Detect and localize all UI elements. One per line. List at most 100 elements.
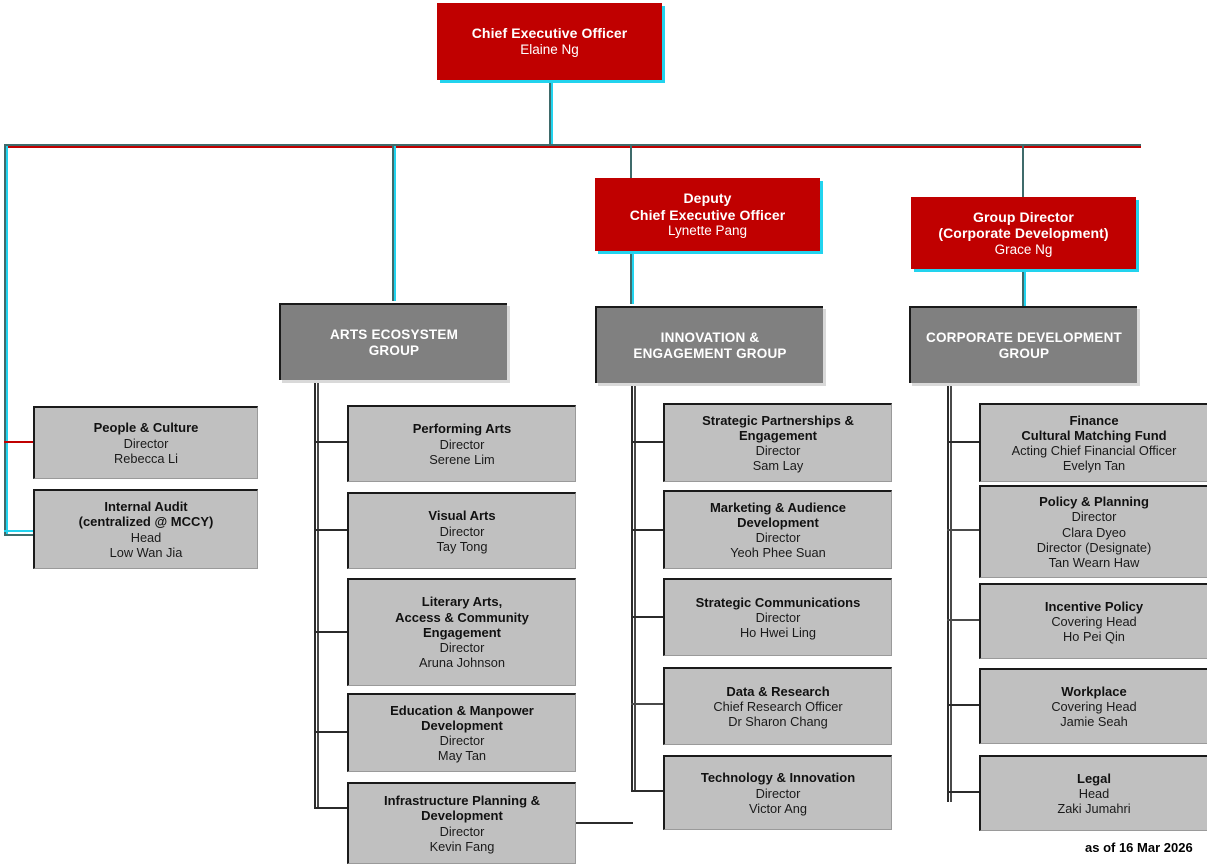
node-corporate-development-group[interactable]: CORPORATE DEVELOPMENT GROUP bbox=[909, 306, 1137, 383]
connector-innovation-stub-5 bbox=[631, 790, 664, 792]
node-people-and-culture[interactable]: People & Culture Director Rebecca Li bbox=[33, 406, 258, 479]
node-arts-ecosystem-group[interactable]: ARTS ECOSYSTEM GROUP bbox=[279, 303, 507, 380]
corporate-group-line2: GROUP bbox=[998, 345, 1050, 361]
node-deputy-chief-executive-officer[interactable]: Deputy Chief Executive Officer Lynette P… bbox=[595, 178, 820, 251]
literary-arts-title-line3: Engagement bbox=[422, 625, 501, 641]
node-data-research[interactable]: Data & Research Chief Research Officer D… bbox=[663, 667, 892, 745]
node-innovation-engagement-group[interactable]: INNOVATION & ENGAGEMENT GROUP bbox=[595, 306, 823, 383]
connector-dceo-drop bbox=[630, 144, 632, 178]
finance-name: Evelyn Tan bbox=[1062, 458, 1126, 474]
group-director-title-line2: (Corporate Development) bbox=[938, 225, 1109, 242]
dceo-title-line2: Chief Executive Officer bbox=[629, 206, 786, 223]
infrastructure-title-line2: Development bbox=[421, 808, 503, 824]
literary-arts-name: Aruna Johnson bbox=[418, 655, 506, 671]
technology-role: Director bbox=[755, 785, 801, 801]
strategic-partnerships-title-line2: Engagement bbox=[738, 427, 817, 443]
literary-arts-title-line2: Access & Community bbox=[395, 609, 529, 625]
corporate-group-line1: CORPORATE DEVELOPMENT bbox=[926, 329, 1122, 345]
people-culture-name: Rebecca Li bbox=[113, 450, 179, 466]
technology-title: Technology & Innovation bbox=[700, 770, 856, 786]
policy-planning-role: Director bbox=[1071, 509, 1117, 525]
connector-arts-stub-2 bbox=[314, 529, 348, 531]
legal-title: Legal bbox=[1077, 770, 1111, 786]
node-strategic-communications[interactable]: Strategic Communications Director Ho Hwe… bbox=[663, 578, 892, 656]
connector-corporate-stub-3 bbox=[947, 619, 980, 621]
connector-innovation-stub-1 bbox=[631, 441, 664, 443]
arts-group-line1: ARTS ECOSYSTEM bbox=[329, 326, 459, 342]
connector-ceo-stem-accent bbox=[551, 80, 553, 146]
internal-audit-title-line2: (centralized @ MCCY) bbox=[78, 514, 214, 530]
legal-role: Head bbox=[1078, 786, 1110, 802]
node-marketing-audience-development[interactable]: Marketing & Audience Development Directo… bbox=[663, 490, 892, 569]
arts-group-line2: GROUP bbox=[368, 342, 420, 358]
connector-arts-spine-shadow bbox=[317, 380, 319, 809]
strategic-partnerships-name: Sam Lay bbox=[752, 458, 804, 474]
visual-arts-title: Visual Arts bbox=[428, 508, 496, 524]
node-internal-audit[interactable]: Internal Audit (centralized @ MCCY) Head… bbox=[33, 489, 258, 569]
internal-audit-title-line1: Internal Audit bbox=[104, 499, 188, 515]
connector-main-bus bbox=[4, 144, 1141, 146]
node-visual-arts[interactable]: Visual Arts Director Tay Tong bbox=[347, 492, 576, 569]
connector-gd-to-corporate bbox=[1022, 269, 1024, 306]
node-technology-innovation[interactable]: Technology & Innovation Director Victor … bbox=[663, 755, 892, 830]
node-legal[interactable]: Legal Head Zaki Jumahri bbox=[979, 755, 1207, 831]
connector-dceo-to-innovation bbox=[630, 251, 632, 304]
node-education-manpower-development[interactable]: Education & Manpower Development Directo… bbox=[347, 693, 576, 772]
strategic-comms-title: Strategic Communications bbox=[695, 594, 861, 610]
education-name: May Tan bbox=[437, 748, 487, 764]
literary-arts-title-line1: Literary Arts, bbox=[421, 594, 503, 610]
connector-innovation-stub-3 bbox=[631, 616, 664, 618]
data-research-title: Data & Research bbox=[726, 683, 830, 699]
connector-innovation-spine-shadow bbox=[634, 382, 636, 792]
people-culture-title: People & Culture bbox=[93, 420, 199, 436]
node-strategic-partnerships-engagement[interactable]: Strategic Partnerships & Engagement Dire… bbox=[663, 403, 892, 482]
connector-innovation-spine bbox=[631, 382, 633, 792]
infrastructure-title-line1: Infrastructure Planning & bbox=[383, 793, 541, 809]
connector-people-culture bbox=[4, 441, 36, 443]
node-performing-arts[interactable]: Performing Arts Director Serene Lim bbox=[347, 405, 576, 482]
node-policy-planning[interactable]: Policy & Planning Director Clara Dyeo Di… bbox=[979, 485, 1207, 578]
data-research-role: Chief Research Officer bbox=[713, 699, 843, 715]
node-incentive-policy[interactable]: Incentive Policy Covering Head Ho Pei Qi… bbox=[979, 583, 1207, 659]
strategic-partnerships-role: Director bbox=[755, 443, 801, 459]
connector-corporate-stub-2 bbox=[947, 529, 980, 531]
node-chief-executive-officer[interactable]: Chief Executive Officer Elaine Ng bbox=[437, 3, 662, 80]
group-director-name: Grace Ng bbox=[994, 241, 1053, 257]
node-finance-cultural-matching-fund[interactable]: Finance Cultural Matching Fund Acting Ch… bbox=[979, 403, 1207, 482]
node-literary-arts-access-community-engagement[interactable]: Literary Arts, Access & Community Engage… bbox=[347, 578, 576, 686]
performing-arts-role: Director bbox=[439, 436, 485, 452]
finance-title-line2: Cultural Matching Fund bbox=[1021, 427, 1167, 443]
internal-audit-name: Low Wan Jia bbox=[109, 544, 183, 560]
chart-date-footnote: as of 16 Mar 2026 bbox=[1085, 840, 1193, 855]
dceo-title-line1: Deputy bbox=[683, 190, 732, 207]
connector-ceo-stem bbox=[549, 80, 551, 146]
workplace-title: Workplace bbox=[1061, 683, 1127, 699]
internal-audit-role: Head bbox=[130, 529, 162, 545]
connector-arts-stub-1 bbox=[314, 441, 348, 443]
policy-planning-name-2: Tan Wearn Haw bbox=[1048, 554, 1140, 570]
people-culture-role: Director bbox=[123, 435, 169, 451]
marketing-role: Director bbox=[755, 530, 801, 546]
node-workplace[interactable]: Workplace Covering Head Jamie Seah bbox=[979, 668, 1207, 744]
connector-main-bus-accent bbox=[4, 146, 1141, 148]
infrastructure-name: Kevin Fang bbox=[429, 838, 495, 854]
marketing-title-line1: Marketing & Audience bbox=[709, 499, 847, 515]
connector-arts-drop-accent bbox=[394, 146, 396, 301]
connector-arts-spine bbox=[314, 380, 316, 809]
innovation-group-line1: INNOVATION & bbox=[660, 329, 760, 345]
visual-arts-name: Tay Tong bbox=[436, 538, 488, 554]
connector-corporate-stub-4 bbox=[947, 704, 980, 706]
connector-corporate-spine-shadow bbox=[950, 382, 952, 802]
marketing-title-line2: Development bbox=[737, 514, 819, 530]
policy-planning-title: Policy & Planning bbox=[1039, 494, 1149, 510]
incentive-policy-role: Covering Head bbox=[1051, 614, 1137, 630]
policy-planning-name: Clara Dyeo bbox=[1061, 524, 1126, 540]
group-director-title-line1: Group Director bbox=[973, 208, 1074, 225]
education-title-line2: Development bbox=[421, 717, 503, 733]
node-infrastructure-planning-development[interactable]: Infrastructure Planning & Development Di… bbox=[347, 782, 576, 864]
dceo-name: Lynette Pang bbox=[667, 223, 748, 239]
strategic-comms-name: Ho Hwei Ling bbox=[739, 625, 817, 641]
visual-arts-role: Director bbox=[439, 523, 485, 539]
node-group-director-corporate-development[interactable]: Group Director (Corporate Development) G… bbox=[911, 197, 1136, 269]
connector-left-spine bbox=[4, 144, 6, 536]
